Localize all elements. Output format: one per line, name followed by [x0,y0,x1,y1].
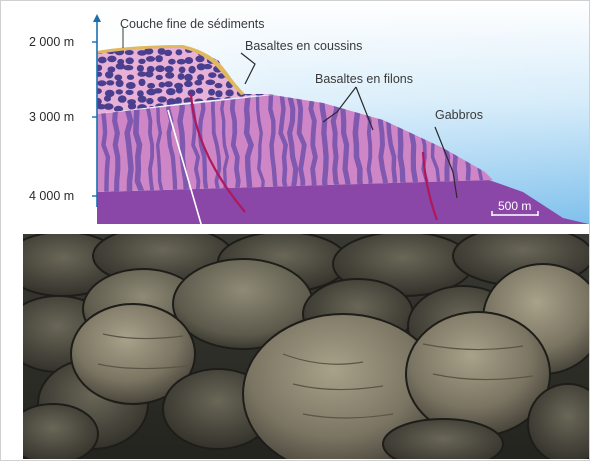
cross-section-svg [23,2,589,232]
pillow-blob [215,90,222,97]
depth-label-4000: 4 000 m [29,189,74,203]
pillow-blob [215,83,223,88]
ocean-crust-cross-section: 2 000 m 3 000 m 4 000 m Couche fine de s… [23,2,589,232]
pillow-blob [127,75,134,80]
scale-bar-label: 500 m [498,199,531,213]
pillow-blob [208,72,216,78]
pillow-blob [105,71,113,78]
pillow-blob [146,98,153,104]
pillow-blob [116,80,124,87]
pillow-blob [138,59,145,64]
pillow-blob [194,80,202,86]
pillow-blob [139,79,146,86]
pillow-blob [155,65,164,72]
label-pillow-basalts: Basaltes en coussins [245,39,362,53]
pillow-blob [159,82,166,88]
pillow-blob [203,64,212,69]
pillow-blob [197,74,204,81]
pillow-blob [128,103,136,110]
pillow-blob [97,80,106,86]
pillow-blob [98,57,107,64]
depth-label-2000: 2 000 m [29,35,74,49]
pillow-blob [176,49,183,55]
label-gabbros: Gabbros [435,108,483,122]
pillow-blob [137,65,144,72]
pillow-blob [225,89,233,96]
pillow-blob [125,90,133,95]
pillow-blob [166,88,176,95]
pillow-blob [118,95,127,102]
pillow-blob [125,50,134,55]
pillow-blob [157,96,167,102]
pillow-blob [184,81,193,87]
pillow-blob [208,89,215,96]
pillow-blob [176,86,183,93]
pillow-blob [185,57,193,64]
pillow-blob [156,75,163,80]
pillow-blob [165,72,174,79]
pillow-blob [138,96,147,103]
pillow-blob [126,82,136,89]
pillow-blob [164,50,172,56]
pillow-blob [165,66,174,73]
pillow-blob [155,55,163,62]
pillow-blob [146,56,155,62]
pillow-blob [184,74,193,81]
pillow-blob [179,67,186,74]
label-dike-basalts: Basaltes en filons [315,72,413,86]
pillow-blob [95,88,102,94]
pillow-blob [154,88,163,93]
pillow-blob [147,83,155,89]
pillow-blob [205,80,215,86]
label-sediments: Couche fine de sédiments [120,17,265,31]
pillow-blob [123,65,133,70]
pillow-blob [107,56,116,63]
pillow-blob [145,71,153,78]
pillow-lava-photo-svg [23,234,589,459]
pillow-blob [164,81,172,87]
pillow-blob [168,59,176,65]
pillow-blob [106,80,114,85]
pillow-blob [95,72,102,77]
pillow-blob [144,48,153,55]
pillow-blob [126,57,134,64]
pillow-blob [104,103,114,110]
pillow-blob [196,88,203,94]
pillow-blob [114,75,122,81]
pillow-blob [104,96,111,102]
photo-pillows [23,234,589,459]
pillow-blob [116,89,123,94]
pillow-blob [177,59,186,65]
pillow-blob [188,66,195,74]
depth-label-3000: 3 000 m [29,110,74,124]
pillow-blob [178,73,185,80]
pillow-lava-photo [23,234,589,459]
pillow-blob [116,63,125,69]
